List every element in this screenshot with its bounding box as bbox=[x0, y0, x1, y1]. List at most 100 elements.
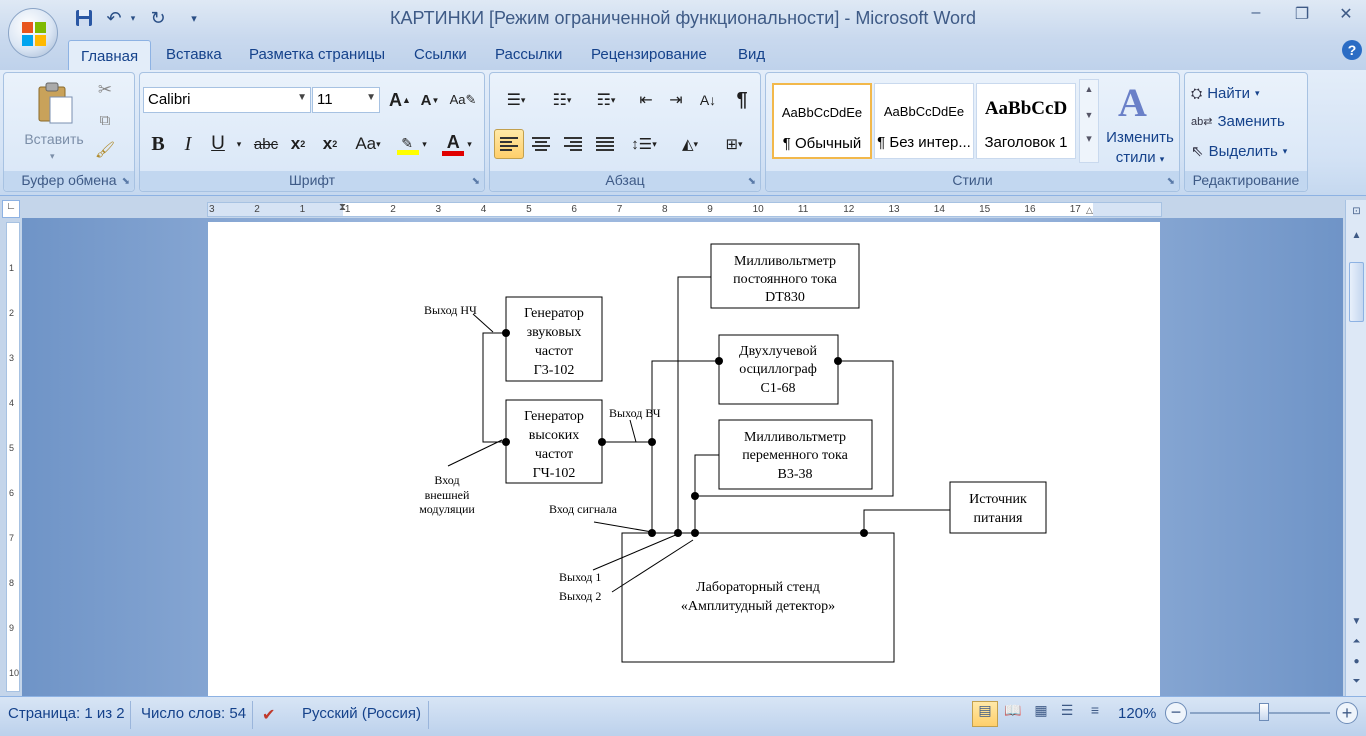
right-indent-marker-icon[interactable]: △ bbox=[1086, 205, 1093, 215]
redo-icon[interactable]: ↻ bbox=[150, 7, 166, 28]
show-formatting-icon[interactable]: ¶ bbox=[736, 88, 748, 111]
shrink-font-icon[interactable]: A▼ bbox=[420, 91, 440, 109]
draft-icon[interactable]: ≡ bbox=[1090, 702, 1100, 718]
select-browse-object-icon[interactable]: ● bbox=[1353, 656, 1360, 667]
help-icon[interactable]: ? bbox=[1342, 40, 1362, 60]
styles-gallery-scroll[interactable]: ▲ ▼ ▾ bbox=[1079, 79, 1099, 163]
tab-mailings[interactable]: Рассылки bbox=[495, 46, 563, 63]
select-button[interactable]: ⇖ Выделить ▾ bbox=[1191, 139, 1287, 163]
find-button[interactable]: ⛭ Найти ▾ bbox=[1191, 81, 1260, 105]
clear-formatting-icon[interactable]: Aa✎ bbox=[449, 92, 477, 107]
ruler-tick: 8 bbox=[9, 578, 15, 588]
scroll-up-icon[interactable]: ▲ bbox=[1351, 230, 1362, 241]
word-count[interactable]: Число слов: 54 bbox=[141, 705, 247, 722]
vertical-scrollbar[interactable]: ⊡ ▲ ▼ ⏶ ● ⏷ bbox=[1345, 200, 1366, 696]
zoom-out-icon[interactable]: − bbox=[1165, 702, 1187, 724]
full-screen-reading-icon[interactable]: 📖 bbox=[1004, 702, 1022, 718]
more-styles-icon[interactable]: ▾ bbox=[1086, 133, 1092, 145]
chevron-down-icon: ▾ bbox=[1282, 145, 1288, 156]
customize-qat-icon[interactable]: ▾ bbox=[191, 12, 197, 25]
numbering-icon[interactable]: ☷▾ bbox=[552, 92, 572, 109]
font-launcher-icon[interactable]: ⬊ bbox=[471, 176, 480, 187]
justify-icon[interactable] bbox=[590, 129, 620, 159]
scroll-down-icon[interactable]: ▼ bbox=[1351, 616, 1362, 627]
undo-dropdown-icon[interactable]: ▾ bbox=[130, 12, 136, 23]
paragraph-launcher-icon[interactable]: ⬊ bbox=[747, 176, 756, 187]
tab-references[interactable]: Ссылки bbox=[414, 46, 467, 63]
format-painter-icon[interactable]: 🖌 bbox=[94, 142, 116, 159]
previous-page-icon[interactable]: ⏶ bbox=[1352, 636, 1361, 647]
web-layout-icon[interactable]: ▦ bbox=[1034, 702, 1048, 718]
document-page[interactable]: Милливольтметр постоянного тока DT830 Ге… bbox=[208, 222, 1160, 696]
paste-icon bbox=[38, 82, 73, 124]
save-icon[interactable] bbox=[72, 6, 96, 30]
italic-icon[interactable]: I bbox=[184, 132, 192, 155]
tab-view[interactable]: Вид bbox=[738, 46, 766, 63]
tab-page-layout[interactable]: Разметка страницы bbox=[249, 46, 386, 63]
font-name-select[interactable]: Calibri ▼ bbox=[143, 87, 311, 113]
paste-dropdown-icon: ▾ bbox=[50, 151, 55, 161]
change-styles-button[interactable]: A Изменить стили ▾ bbox=[1102, 77, 1178, 169]
restore-button[interactable]: ❐ bbox=[1294, 6, 1310, 23]
language[interactable]: Русский (Россия) bbox=[302, 705, 422, 722]
styles-launcher-icon[interactable]: ⬊ bbox=[1166, 176, 1175, 187]
indent-marker-icon[interactable]: ⧗ bbox=[339, 202, 347, 213]
scroll-down-icon[interactable]: ▼ bbox=[1084, 110, 1094, 120]
line-spacing-icon[interactable]: ↕☰▾ bbox=[631, 136, 657, 153]
tab-home[interactable]: Главная bbox=[68, 40, 152, 72]
next-page-icon[interactable]: ⏷ bbox=[1352, 676, 1361, 687]
align-center-icon[interactable] bbox=[526, 129, 556, 159]
outline-icon[interactable]: ☰ bbox=[1060, 702, 1074, 718]
bullets-icon[interactable]: ☰▾ bbox=[506, 92, 526, 109]
underline-icon[interactable]: U bbox=[211, 133, 225, 154]
align-right-icon[interactable] bbox=[558, 129, 588, 159]
style-no-spacing[interactable]: AaBbCcDdEe ¶ Без интер... bbox=[874, 83, 974, 159]
paste-button[interactable]: Вставить ▾ bbox=[14, 79, 94, 165]
font-size-select[interactable]: 11 ▼ bbox=[312, 87, 380, 113]
proofing-icon[interactable]: ✔ bbox=[262, 707, 276, 724]
scroll-up-icon[interactable]: ▲ bbox=[1084, 84, 1094, 94]
style-normal[interactable]: AaBbCcDdEe ¶ Обычный bbox=[772, 83, 872, 159]
bold-icon[interactable]: B bbox=[151, 132, 165, 155]
align-left-icon[interactable] bbox=[494, 129, 524, 159]
page-count[interactable]: Страница: 1 из 2 bbox=[8, 705, 125, 722]
cut-icon[interactable]: ✂ bbox=[97, 80, 113, 99]
tab-insert[interactable]: Вставка bbox=[166, 46, 222, 63]
hf-gen-line-4: ГЧ-102 bbox=[533, 466, 576, 481]
undo-icon[interactable]: ↶ bbox=[106, 7, 122, 28]
tab-review[interactable]: Рецензирование bbox=[591, 46, 707, 63]
zoom-level[interactable]: 120% bbox=[1118, 705, 1157, 722]
tab-selector-icon[interactable]: ∟ bbox=[2, 200, 20, 218]
ruler-toggle-icon[interactable]: ⊡ bbox=[1352, 206, 1361, 217]
close-button[interactable]: ✕ bbox=[1339, 6, 1353, 23]
underline-dropdown-icon[interactable]: ▾ bbox=[236, 138, 242, 149]
shading-icon[interactable]: ◭▾ bbox=[681, 136, 699, 153]
zoom-slider-thumb[interactable] bbox=[1259, 703, 1269, 721]
highlight-color-icon[interactable]: ✎ ▾ bbox=[392, 129, 432, 159]
sort-icon[interactable]: A↓ bbox=[699, 92, 717, 108]
minimize-button[interactable]: ‒ bbox=[1251, 4, 1261, 21]
clipboard-launcher-icon[interactable]: ⬊ bbox=[121, 176, 130, 187]
office-button[interactable] bbox=[8, 8, 58, 58]
increase-indent-icon[interactable]: ⇥ bbox=[669, 92, 683, 109]
paste-label: Вставить bbox=[24, 131, 84, 147]
ruler-tick: 9 bbox=[9, 623, 15, 633]
copy-icon[interactable]: ⧉ bbox=[99, 111, 111, 129]
scroll-thumb[interactable] bbox=[1349, 262, 1364, 322]
styles-group-label: Стили bbox=[766, 171, 1179, 191]
style-heading-1[interactable]: AaBbCcD Заголовок 1 bbox=[976, 83, 1076, 159]
replace-button[interactable]: ab⇄ Заменить bbox=[1191, 109, 1285, 133]
change-case-icon[interactable]: Aa▾ bbox=[355, 134, 381, 153]
zoom-in-icon[interactable]: + bbox=[1336, 702, 1358, 724]
font-color-icon[interactable]: A ▾ bbox=[436, 129, 478, 159]
print-layout-icon[interactable]: ▤ bbox=[972, 701, 998, 727]
strikethrough-icon[interactable]: abc bbox=[253, 135, 279, 153]
multilevel-list-icon[interactable]: ☶▾ bbox=[596, 92, 616, 109]
decrease-indent-icon[interactable]: ⇤ bbox=[639, 92, 653, 109]
grow-font-icon[interactable]: A▲ bbox=[389, 89, 411, 110]
borders-icon[interactable]: ⊞▾ bbox=[725, 136, 743, 153]
